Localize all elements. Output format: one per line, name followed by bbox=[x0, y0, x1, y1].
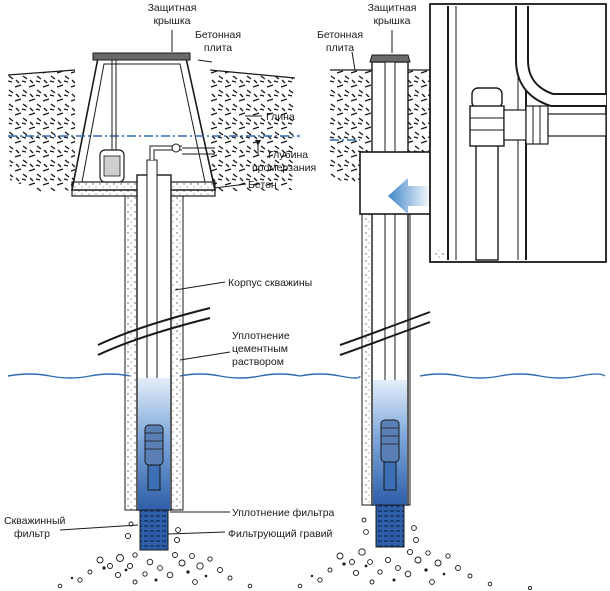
label-cap-left-1: Защитная bbox=[148, 2, 197, 14]
right-gravel-pack bbox=[297, 517, 533, 591]
label-frost-1: Глубина bbox=[268, 149, 308, 161]
label-grout-1: Уплотнение bbox=[232, 330, 290, 342]
outflow-arrow bbox=[388, 178, 432, 214]
label-grout-3: раствором bbox=[232, 356, 284, 368]
label-slab-mid-2: плита bbox=[326, 42, 354, 54]
label-cap-mid-1: Защитная bbox=[368, 2, 417, 14]
left-gravel-pack bbox=[57, 521, 253, 589]
label-filter-seal: Уплотнение фильтра bbox=[232, 507, 335, 519]
right-well bbox=[297, 54, 606, 591]
inset-adapter bbox=[469, 87, 607, 147]
left-well-screen bbox=[139, 509, 169, 551]
detail-inset bbox=[429, 3, 607, 263]
label-slab-mid-1: Бетонная bbox=[317, 29, 363, 41]
right-well-screen bbox=[375, 504, 405, 548]
label-frost-2: промерзания bbox=[252, 162, 316, 174]
left-soil-left bbox=[8, 70, 75, 192]
left-protective-cap bbox=[92, 52, 191, 61]
left-soil-right bbox=[210, 70, 295, 192]
label-screen-2: фильтр bbox=[14, 528, 50, 540]
left-well bbox=[7, 52, 301, 589]
right-pump bbox=[380, 419, 400, 491]
label-cap-left-2: крышка bbox=[153, 15, 190, 27]
left-pressure-device bbox=[99, 60, 125, 183]
label-cap-mid-2: крышка bbox=[373, 15, 410, 27]
label-grout-2: цементным bbox=[232, 343, 288, 355]
left-pump bbox=[144, 424, 164, 491]
left-water-table bbox=[7, 373, 301, 379]
label-clay: Глина bbox=[266, 111, 295, 123]
label-gravel: Фильтрующий гравий bbox=[228, 528, 333, 540]
label-screen-1: Скважинный bbox=[4, 515, 66, 527]
label-slab-2: плита bbox=[204, 42, 232, 54]
label-concrete: Бетон bbox=[248, 179, 277, 191]
right-protective-cap bbox=[369, 54, 411, 63]
labels: Защитная крышка Бетонная плита Глина Глу… bbox=[4, 2, 416, 540]
right-water-table bbox=[299, 373, 606, 379]
label-casing: Корпус скважины bbox=[228, 277, 312, 289]
label-slab-1: Бетонная bbox=[195, 29, 241, 41]
